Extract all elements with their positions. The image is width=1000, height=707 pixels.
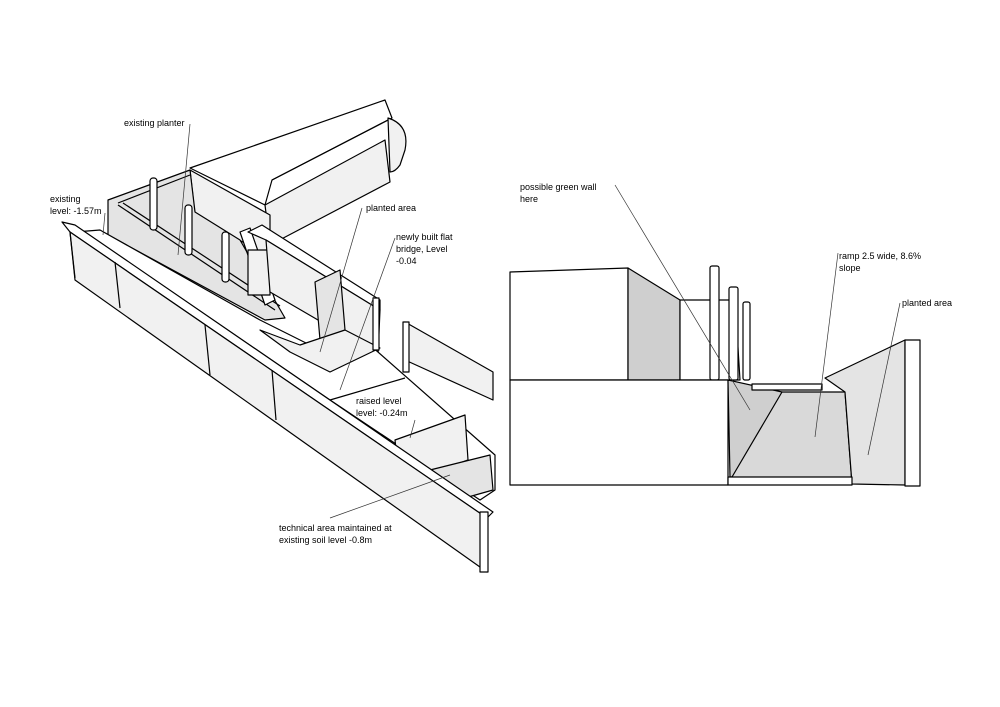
left-axonometric-view (61, 99, 496, 573)
label-planted-area-left: planted area (366, 203, 416, 213)
pole (149, 177, 158, 231)
upper-block-front (509, 267, 629, 381)
labels: existing planter existing level: -1.57m … (50, 118, 952, 545)
pole (709, 265, 720, 381)
pole (184, 204, 193, 256)
curved-planter-end (387, 117, 407, 173)
leader-lines (102, 123, 901, 519)
bridge-rail (751, 383, 823, 391)
label-bridge-level: -0.04 (396, 256, 417, 266)
wall-post (402, 321, 410, 373)
label-bridge: newly built flat (396, 232, 453, 242)
upper-block-side (627, 267, 681, 381)
wall-post (372, 297, 380, 351)
label-raised-level: raised level (356, 396, 402, 406)
label-existing-planter: existing planter (124, 118, 185, 128)
side-wall (247, 224, 381, 311)
right-perspective-view (509, 265, 921, 487)
label-green-wall: possible green wall (520, 182, 597, 192)
label-planted-area-right: planted area (902, 298, 952, 308)
label-green-wall: here (520, 194, 538, 204)
label-ramp-slope: slope (839, 263, 861, 273)
label-technical-area: technical area maintained at (279, 523, 392, 533)
planted-area-wedge (824, 339, 906, 486)
pole (728, 286, 739, 381)
pole (221, 231, 230, 283)
base-strip (727, 476, 853, 486)
lower-block (509, 379, 729, 486)
label-existing-level-value: level: -1.57m (50, 206, 102, 216)
label-technical-area-level: existing soil level -0.8m (279, 535, 372, 545)
label-raised-level-value: level: -0.24m (356, 408, 408, 418)
front-wall-end (479, 511, 489, 573)
label-ramp: ramp 2.5 wide, 8.6% (839, 251, 921, 261)
end-column (904, 339, 921, 487)
label-existing-level: existing (50, 194, 81, 204)
pole (742, 301, 751, 381)
front-wall-top (61, 221, 494, 519)
label-bridge: bridge, Level (396, 244, 448, 254)
